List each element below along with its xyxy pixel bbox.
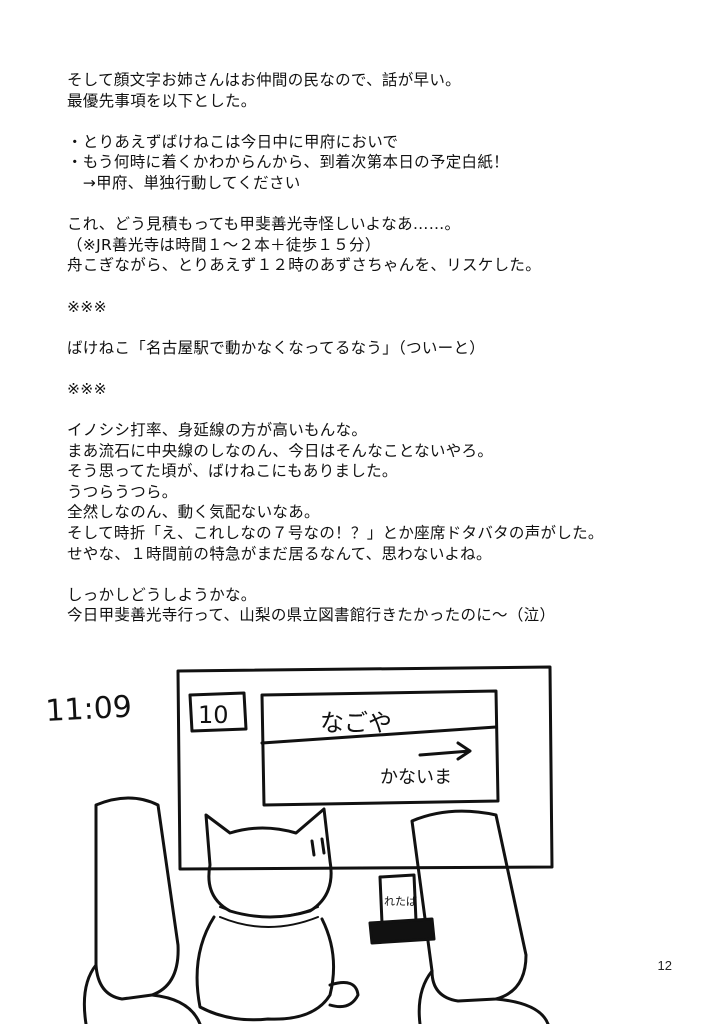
text-line: そう思ってた頃が、ばけねこにもありました。 [67,462,398,481]
text-line: ・もう何時に着くかわからんから、到着次第本日の予定白紙！ [67,153,509,172]
text-line: まあ流石に中央線のしなのん、今日はそんなことないやろ。 [67,441,494,460]
cat-icon [204,807,333,919]
text-line: ばけねこ「名古屋駅で動かなくなってるなう」（ついーと） [67,338,486,357]
text-line: そして顔文字お姉さんはお仲間の民なので、話が早い。 [67,71,461,89]
status-text: かないま [380,767,452,788]
left-seat-icon [94,796,180,1001]
right-seat-icon [410,809,528,1003]
text-line [67,358,707,379]
text-line: うつらうつら。 [67,482,178,501]
text-line [67,317,707,338]
text-line [67,111,707,132]
arrow-icon [418,741,472,761]
text-line: （※JR善光寺は時間１～２本＋徒歩１５分） [67,235,381,254]
section-divider: ※※※ [67,297,107,316]
section-divider: ※※※ [67,379,107,398]
platform-number: 10 [198,701,229,729]
tray-table [368,917,436,945]
text-line: これ、どう見積もっても甲斐善光寺怪しいよなあ……。 [67,215,461,234]
text-line: イノシシ打率、身延線の方が高いもんな。 [67,421,368,440]
text-line: 舟こぎながら、とりあえず１２時のあずさちゃんを、リスケした。 [67,256,542,275]
text-line: 全然しなのん、動く気配ないなあ。 [67,503,320,522]
text-line [67,276,707,297]
destination-panel [260,689,500,807]
text-line: 最優先事項を以下とした。 [67,91,257,110]
text-line: →甲府、単独行動してください [67,173,301,192]
platform-number-box [188,691,248,733]
train-display-sketch: 11:09 10 なごや かないま れたば [45,665,554,1024]
text-line [67,400,707,421]
drink-label: れたば [384,895,417,908]
panel-divider [260,725,498,745]
text-line [67,194,707,215]
time-label: 11:09 [45,690,133,729]
page-number: 12 [657,958,672,973]
text-line: しっかしどうしようかな。 [67,585,257,604]
text-line: せやな、１時間前の特急がまだ居るなんて、思わないよね。 [67,544,492,563]
text-line: 今日甲斐善光寺行って、山梨の県立図書館行きたかったのに～（泣） [67,606,556,625]
body-text: そして顔文字お姉さんはお仲間の民なので、話が早い。 最優先事項を以下とした。 ・… [67,70,707,626]
text-line: ・とりあえずばけねこは今日中に甲府においで [67,132,399,151]
destination-text: なごや [320,709,392,737]
display-board-frame [176,665,554,871]
text-line: そして時折「え、これしなの７号なの！？」とか座席ドタバタの声がした。 [67,524,604,543]
text-line [67,564,707,585]
